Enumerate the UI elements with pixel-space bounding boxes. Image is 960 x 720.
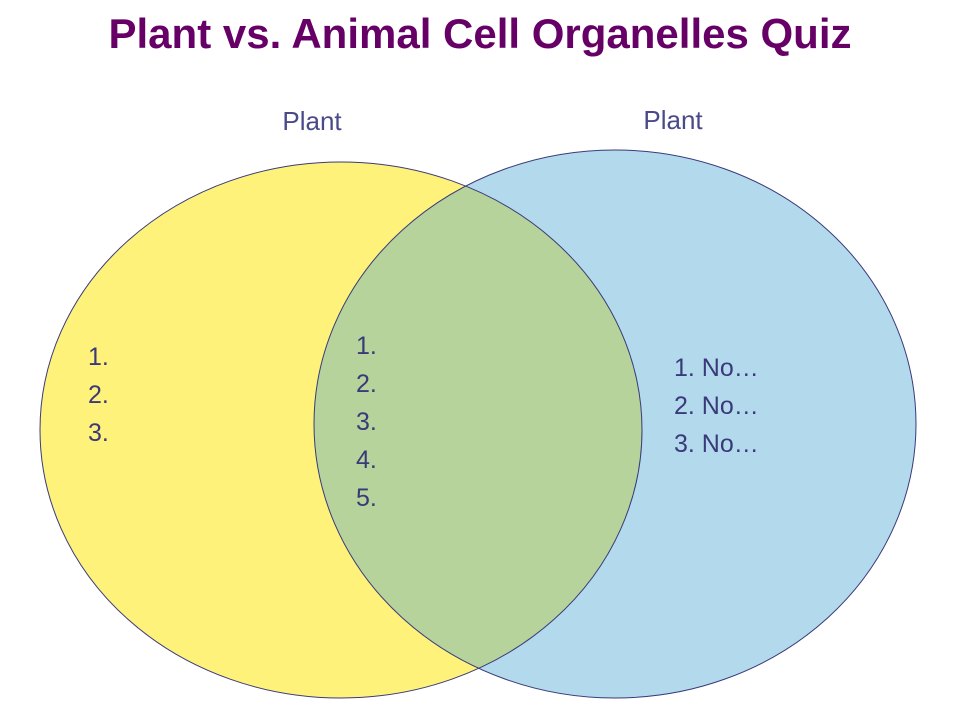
- left-list-item: 2.: [88, 381, 109, 409]
- left-list-item: 3.: [88, 419, 109, 447]
- left-list-item: 1.: [88, 343, 109, 371]
- right-list-item: 1. No…: [674, 354, 759, 382]
- overlap-list-item: 4.: [356, 446, 377, 474]
- left-list: 1. 2. 3.: [88, 343, 109, 447]
- left-circle-outline: [39, 161, 643, 699]
- right-circle-outline: [313, 149, 917, 699]
- overlap-list: 1. 2. 3. 4. 5.: [356, 332, 377, 512]
- overlap-list-item: 5.: [356, 484, 377, 512]
- overlap-list-item: 3.: [356, 408, 377, 436]
- left-circle-label: Plant: [282, 106, 342, 136]
- right-circle-label: Plant: [643, 105, 703, 135]
- right-list-item: 2. No…: [674, 392, 759, 420]
- overlap-list-item: 1.: [356, 332, 377, 360]
- page-title: Plant vs. Animal Cell Organelles Quiz: [108, 10, 852, 57]
- overlap-region: [314, 162, 642, 698]
- right-list: 1. No… 2. No… 3. No…: [674, 354, 759, 458]
- overlap-list-item: 2.: [356, 370, 377, 398]
- right-list-item: 3. No…: [674, 430, 759, 458]
